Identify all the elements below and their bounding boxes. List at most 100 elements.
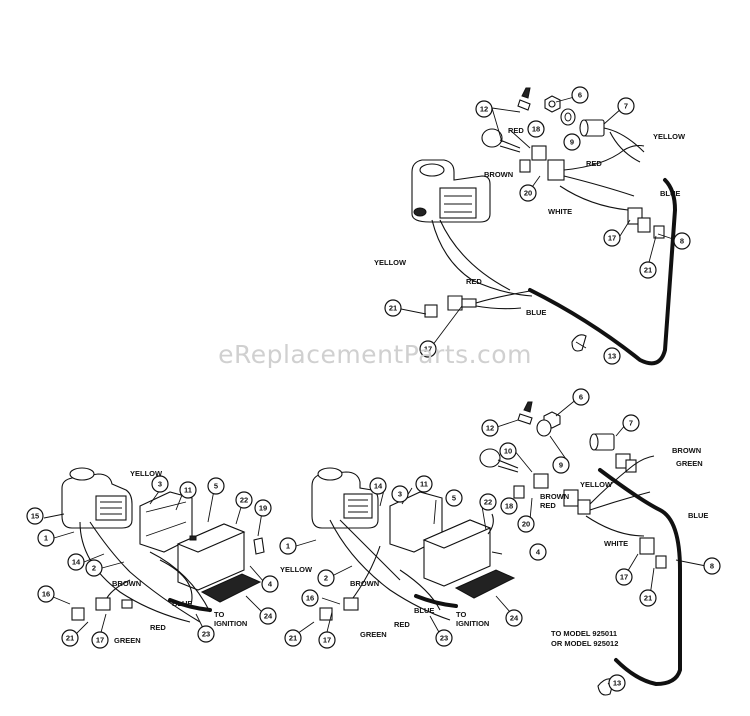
svg-text:14: 14 (374, 482, 383, 491)
callout-4: 4 (261, 575, 279, 593)
svg-text:17: 17 (620, 573, 628, 582)
svg-text:3: 3 (398, 490, 402, 499)
callout-20: 20 (519, 184, 537, 202)
callout-6: 6 (572, 388, 590, 406)
label-yellow: YELLOW (580, 480, 613, 489)
callout-11: 11 (415, 475, 433, 493)
svg-text:21: 21 (66, 634, 74, 643)
callout-16: 16 (37, 585, 55, 603)
callout-1: 1 (37, 529, 55, 547)
svg-text:17: 17 (323, 636, 331, 645)
callout-2: 2 (317, 569, 335, 587)
bottom-middle-assembly: 1 2 14 3 11 5 22 18 4 16 21 17 23 24 YEL… (279, 467, 547, 649)
svg-text:17: 17 (608, 234, 616, 243)
svg-text:22: 22 (240, 496, 248, 505)
svg-text:11: 11 (420, 480, 428, 489)
label-brown: BROWN (350, 579, 379, 588)
svg-text:4: 4 (536, 548, 541, 557)
svg-text:5: 5 (214, 482, 218, 491)
label-blue: BLUE (414, 606, 434, 615)
svg-text:24: 24 (264, 612, 273, 621)
callout-12: 12 (481, 419, 499, 437)
bottom-right-harness-assembly: 12 6 7 10 9 20 17 21 8 13 BROWN GREEN YE… (479, 388, 721, 696)
engine-middle (311, 467, 379, 529)
svg-text:6: 6 (579, 393, 583, 402)
callout-3: 3 (151, 475, 169, 493)
svg-text:9: 9 (559, 461, 563, 470)
callout-16: 16 (301, 589, 319, 607)
callout-8: 8 (703, 557, 721, 575)
label-white: WHITE (548, 207, 572, 216)
callout-12: 12 (475, 100, 493, 118)
label-red: RED (150, 623, 166, 632)
callout-21: 21 (284, 629, 302, 647)
engine-left (61, 467, 133, 529)
top-harness-assembly: 12 6 7 9 18 20 8 17 21 21 17 13 YELLOW R… (374, 86, 691, 366)
svg-text:16: 16 (306, 594, 314, 603)
callout-17: 17 (318, 631, 336, 649)
callout-13: 13 (608, 674, 626, 692)
callout-3: 3 (391, 485, 409, 503)
label-yellow: YELLOW (374, 258, 407, 267)
svg-text:14: 14 (72, 558, 81, 567)
engine-top (411, 159, 491, 223)
callout-17: 17 (91, 631, 109, 649)
label-blue: BLUE (526, 308, 546, 317)
svg-text:17: 17 (424, 345, 432, 354)
svg-text:20: 20 (524, 189, 532, 198)
label-red: RED (586, 159, 602, 168)
callout-24: 24 (505, 609, 523, 627)
callout-10: 10 (499, 442, 517, 460)
callout-22: 22 (235, 491, 253, 509)
label-blue: BLUE (172, 599, 192, 608)
svg-text:18: 18 (505, 502, 513, 511)
callout-5: 5 (445, 489, 463, 507)
label-red: RED (540, 501, 556, 510)
cable-loop-bottom-right (598, 468, 682, 687)
svg-text:8: 8 (710, 562, 714, 571)
callout-4: 4 (529, 543, 547, 561)
label-red: RED (508, 126, 524, 135)
callout-11: 11 (179, 481, 197, 499)
callout-13: 13 (603, 347, 621, 365)
svg-text:21: 21 (644, 594, 652, 603)
callout-9: 9 (552, 456, 570, 474)
callout-23: 23 (435, 629, 453, 647)
callout-22: 22 (479, 493, 497, 511)
callout-17: 17 (615, 568, 633, 586)
label-white: WHITE (604, 539, 628, 548)
callout-15: 15 (26, 507, 44, 525)
watermark: eReplacementParts.com (218, 340, 532, 369)
callout-17: 17 (419, 340, 437, 358)
callout-14: 14 (369, 477, 387, 495)
callout-6: 6 (571, 86, 589, 104)
svg-text:12: 12 (486, 424, 494, 433)
svg-text:2: 2 (324, 574, 328, 583)
svg-text:13: 13 (608, 352, 616, 361)
svg-text:21: 21 (644, 266, 652, 275)
svg-text:2: 2 (92, 564, 96, 573)
svg-text:17: 17 (96, 636, 104, 645)
callout-21: 21 (61, 629, 79, 647)
svg-text:5: 5 (452, 494, 456, 503)
to-ignition-cable-middle (414, 594, 458, 608)
svg-text:21: 21 (289, 634, 297, 643)
label-red: RED (394, 620, 410, 629)
callout-14: 14 (67, 553, 85, 571)
callout-7: 7 (617, 97, 635, 115)
callout-24: 24 (259, 607, 277, 625)
label-brown: BROWN (672, 446, 701, 455)
label-brown: BROWN (484, 170, 513, 179)
label-brown: BROWN (112, 579, 141, 588)
svg-text:13: 13 (613, 679, 621, 688)
battery-left (176, 523, 246, 591)
bottom-left-assembly: 15 1 14 2 3 11 5 22 19 4 16 21 17 23 24 … (26, 467, 279, 649)
svg-text:1: 1 (286, 542, 290, 551)
label-brown: BROWN (540, 492, 569, 501)
svg-text:4: 4 (268, 580, 273, 589)
label-green: GREEN (360, 630, 387, 639)
label-green: GREEN (114, 636, 141, 645)
